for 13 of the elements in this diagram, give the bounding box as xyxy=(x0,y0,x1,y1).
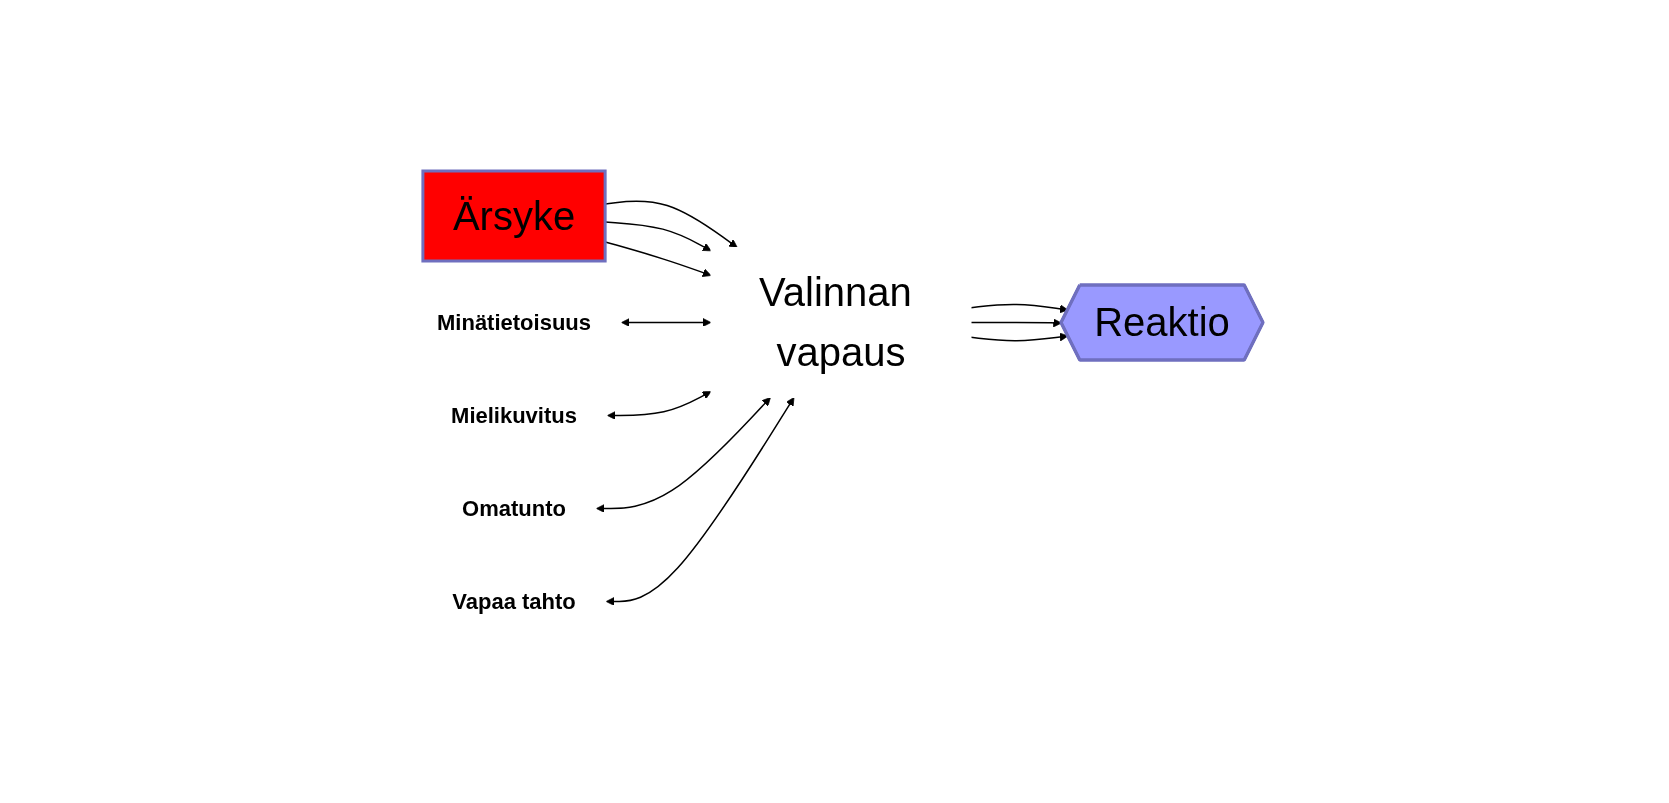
node-text: Vapaa tahto xyxy=(451,588,576,614)
node-text: Omatunto xyxy=(461,495,566,521)
node-box: Ärsyke xyxy=(420,169,607,262)
arrow xyxy=(620,317,711,327)
node-text: Valinnan vapaus xyxy=(758,270,912,374)
arrow xyxy=(595,396,771,513)
arrow xyxy=(605,396,794,606)
arrow xyxy=(969,332,1068,341)
arrow xyxy=(606,390,711,420)
node-text: Mielikuvitus xyxy=(450,402,577,428)
node-text: Minätietoisuus xyxy=(436,309,591,335)
arrow xyxy=(969,318,1062,327)
arrow xyxy=(969,303,1068,313)
